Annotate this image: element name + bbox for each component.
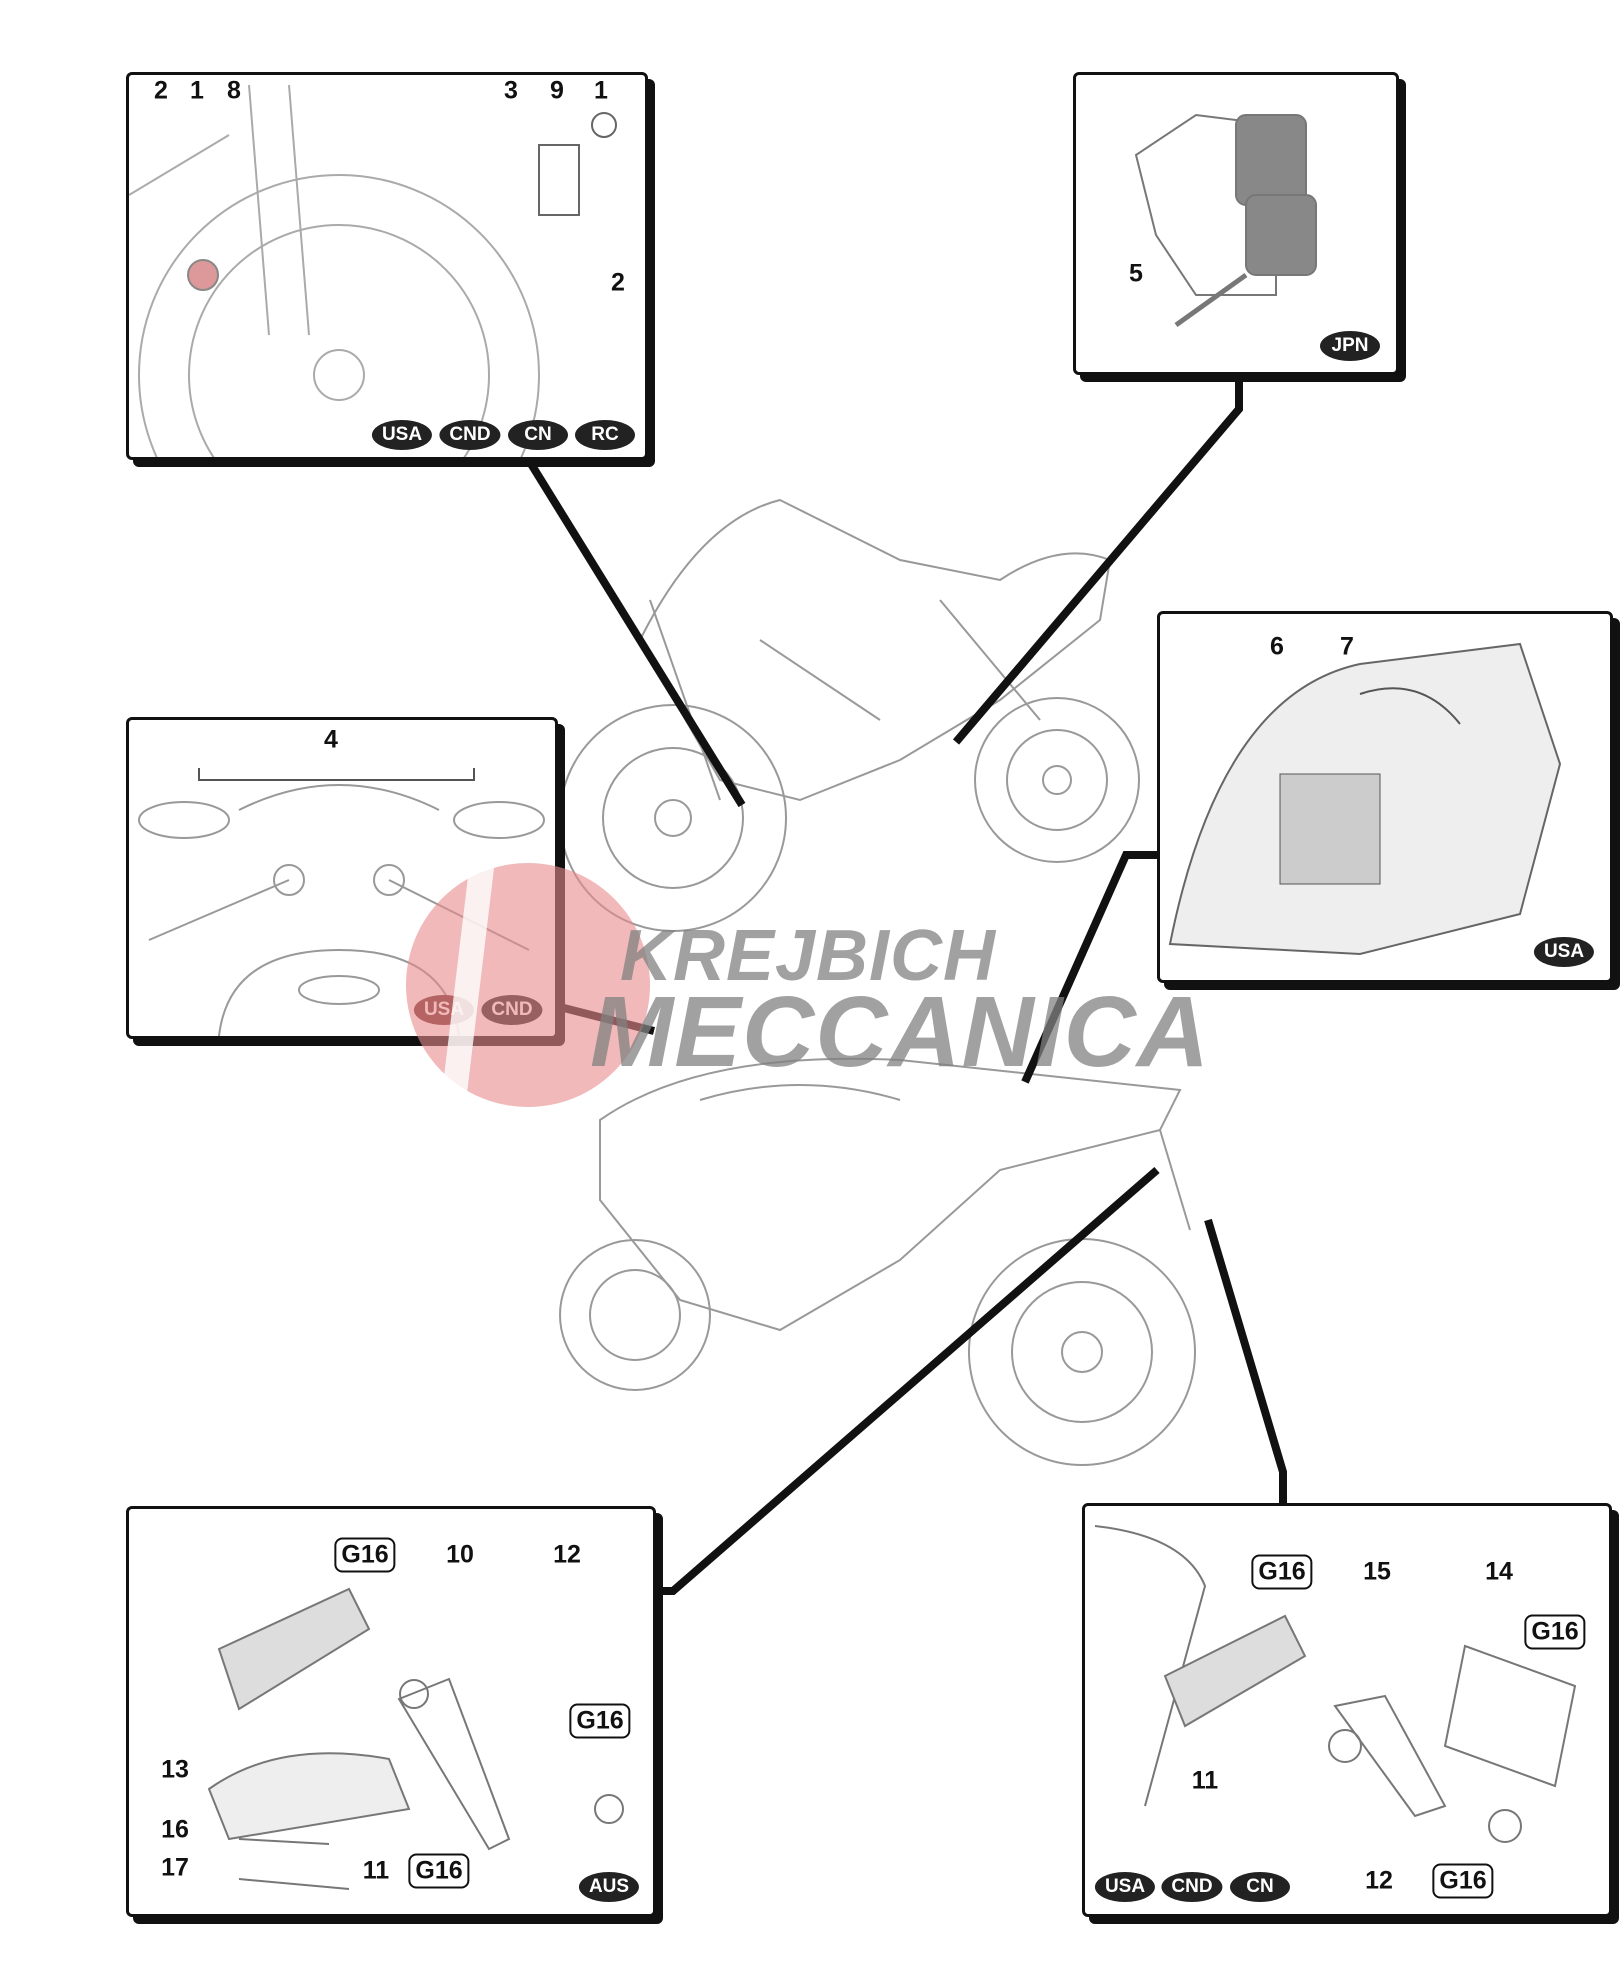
market-badge-usa: USA [413,995,475,1025]
callout-1: 1 [594,76,608,105]
motorcycle-rear-view [559,1057,1196,1466]
callout-11: 11 [1191,1766,1219,1795]
callout-5: 5 [1129,259,1143,288]
panel-brake-caliper [1073,72,1399,375]
market-badge-usa: USA [371,420,433,450]
callout-7: 7 [1340,632,1354,661]
callout-3: 3 [504,76,518,105]
callout-12: 12 [553,1540,581,1569]
callout-4: 4 [324,725,338,754]
callout-g16: G16 [1524,1614,1586,1650]
market-badge-rc: RC [575,420,635,450]
callout-9: 9 [550,76,564,105]
callout-17: 17 [161,1853,189,1882]
panel-tail [1157,611,1613,983]
panel-handlebar [126,717,558,1039]
panel-plate-holder-usa [1082,1503,1612,1917]
tail-drawing [1168,642,1562,956]
callout-6: 6 [1270,632,1284,661]
market-badge-usa: USA [1533,937,1595,967]
watermark-text-1: KREJBICH [620,916,997,996]
callout-g16: G16 [1432,1863,1494,1899]
plate-holder-usa-drawing [1094,1525,1577,1843]
panel-plate-holder-aus [126,1506,656,1917]
callout-g16: G16 [569,1703,631,1739]
callout-13: 13 [161,1755,189,1784]
market-badge-cnd: CND [1161,1872,1223,1902]
plate-holder-aus-drawing [207,1587,624,1890]
handlebar-drawing [138,768,545,1036]
callout-16: 16 [161,1815,189,1844]
callout-1: 1 [190,76,204,105]
callout-12: 12 [1365,1866,1393,1895]
callout-g16: G16 [1251,1554,1313,1590]
callout-2: 2 [611,268,625,297]
callout-11: 11 [362,1856,390,1885]
market-badge-usa: USA [1094,1872,1156,1902]
caliper-drawing [1134,113,1317,328]
market-badge-cnd: CND [481,995,543,1025]
market-badge-jpn: JPN [1320,331,1380,361]
callout-g16: G16 [334,1537,396,1573]
callout-8: 8 [227,76,241,105]
market-badge-cn: CN [508,420,568,450]
market-badge-cnd: CND [439,420,501,450]
callout-2: 2 [154,76,168,105]
callout-15: 15 [1363,1557,1391,1586]
market-badge-aus: AUS [578,1872,640,1902]
callout-14: 14 [1485,1557,1513,1586]
watermark-text-2: MECCANICA [590,976,1211,1088]
panel-front-wheel [126,72,648,460]
market-badge-cn: CN [1230,1872,1290,1902]
front-wheel-drawing [129,84,617,457]
motorcycle-side-view [559,498,1140,932]
callout-10: 10 [446,1540,474,1569]
callout-g16: G16 [408,1853,470,1889]
